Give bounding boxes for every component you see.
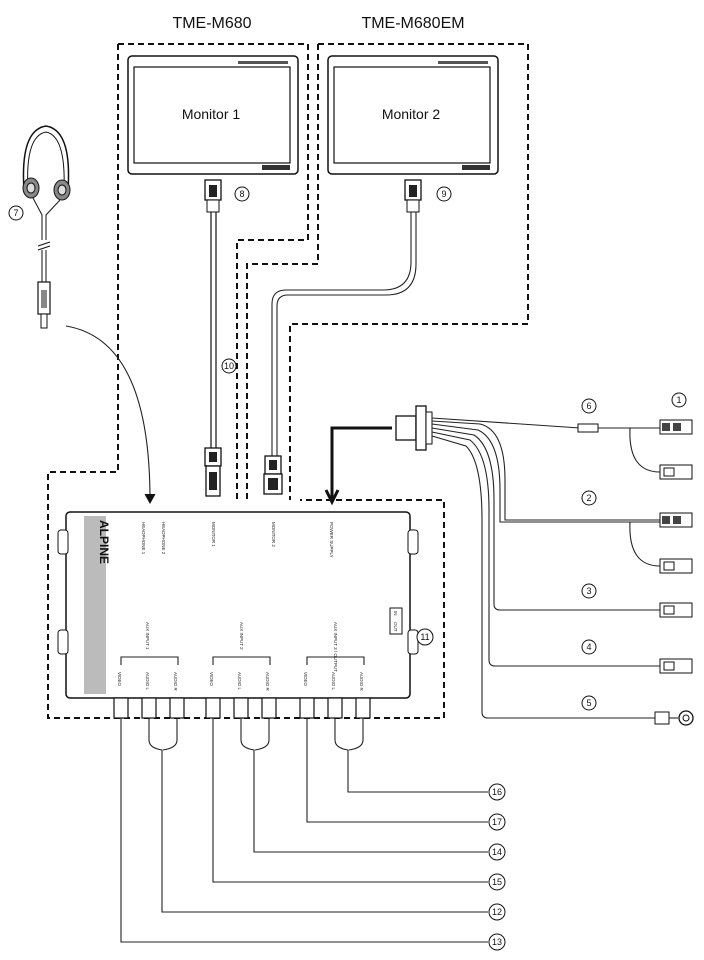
- out-label: OUT: [393, 622, 398, 632]
- port-label-monitor-1: MONITOR 1: [211, 522, 216, 547]
- rca-label-audio-r-1: AUDIO R: [173, 672, 178, 692]
- callout-16: 16: [492, 787, 502, 797]
- port-label-monitor-2: MONITOR 2: [271, 522, 276, 547]
- callout-3: 3: [586, 586, 591, 596]
- rca-label-video-2: VIDEO: [209, 672, 214, 687]
- rca-label-audio-l-3: AUDIO L: [331, 672, 336, 691]
- dashed-boundary-left: [118, 43, 309, 502]
- monitor-2-cable: [263, 179, 422, 495]
- alpine-logo: ALPINE: [97, 520, 111, 564]
- callout-12: 12: [492, 907, 502, 917]
- title-tme-m680em: TME-M680EM: [361, 15, 464, 32]
- power-arrow: [330, 426, 392, 500]
- port-label-headphone-1: HEADPHONE 1: [141, 522, 146, 555]
- rca-label-video-3: VIDEO: [303, 672, 308, 687]
- callout-7: 7: [13, 208, 18, 218]
- rca-wires: [120, 718, 488, 943]
- monitor-2-label: Monitor 2: [382, 106, 441, 122]
- rca-jacks: [113, 697, 371, 719]
- port-label-headphone-2: HEADPHONE 2: [161, 522, 166, 555]
- distribution-unit: ALPINE HEADPHONE 1 HEADPHONE 2 MONITOR 1…: [57, 511, 419, 699]
- rca-label-audio-r-2: AUDIO R: [265, 672, 270, 692]
- headphone: [22, 125, 71, 329]
- callout-4: 4: [586, 642, 591, 652]
- title-tme-m680: TME-M680: [172, 15, 251, 32]
- callout-8: 8: [239, 189, 244, 199]
- callout-13: 13: [492, 937, 502, 947]
- monitor-2: Monitor 2: [327, 55, 499, 175]
- rca-label-audio-r-3: AUDIO R: [359, 672, 364, 692]
- aux-input-1-label: AUX INPUT 1: [145, 622, 150, 650]
- headphone-arrow: [65, 325, 151, 501]
- callout-10: 10: [224, 361, 234, 371]
- port-label-power-supply: POWER SUPPLY: [329, 522, 334, 558]
- aux-input-2-label: AUX INPUT 2: [239, 622, 244, 650]
- aux-input-3-label: AUX INPUT 3 / OUTPUT: [333, 622, 338, 672]
- in-label: IN: [393, 611, 398, 616]
- rca-label-audio-l-1: AUDIO L: [145, 672, 150, 691]
- monitor-1-cable: [204, 179, 222, 497]
- monitor-1: Monitor 1: [127, 55, 299, 175]
- dashed-boundary-mid: [246, 44, 319, 502]
- dashed-boundary-left-outer: [47, 44, 445, 719]
- callout-6: 6: [586, 401, 591, 411]
- callout-5: 5: [586, 698, 591, 708]
- callouts: 1 2 3 4 5 6 7 8 9 10 11 12 13 14 15 16 1…: [8, 186, 687, 951]
- callout-17: 17: [492, 817, 502, 827]
- monitor-1-label: Monitor 1: [182, 106, 241, 122]
- callout-9: 9: [441, 189, 446, 199]
- callout-11: 11: [420, 632, 429, 642]
- power-harness: [395, 405, 694, 726]
- callout-15: 15: [492, 877, 502, 887]
- callout-14: 14: [492, 847, 502, 857]
- callout-1: 1: [676, 395, 681, 405]
- callout-2: 2: [586, 493, 591, 503]
- rca-label-audio-l-2: AUDIO L: [237, 672, 242, 691]
- dashed-boundary-right: [289, 43, 529, 500]
- rca-label-video-1: VIDEO: [117, 672, 122, 687]
